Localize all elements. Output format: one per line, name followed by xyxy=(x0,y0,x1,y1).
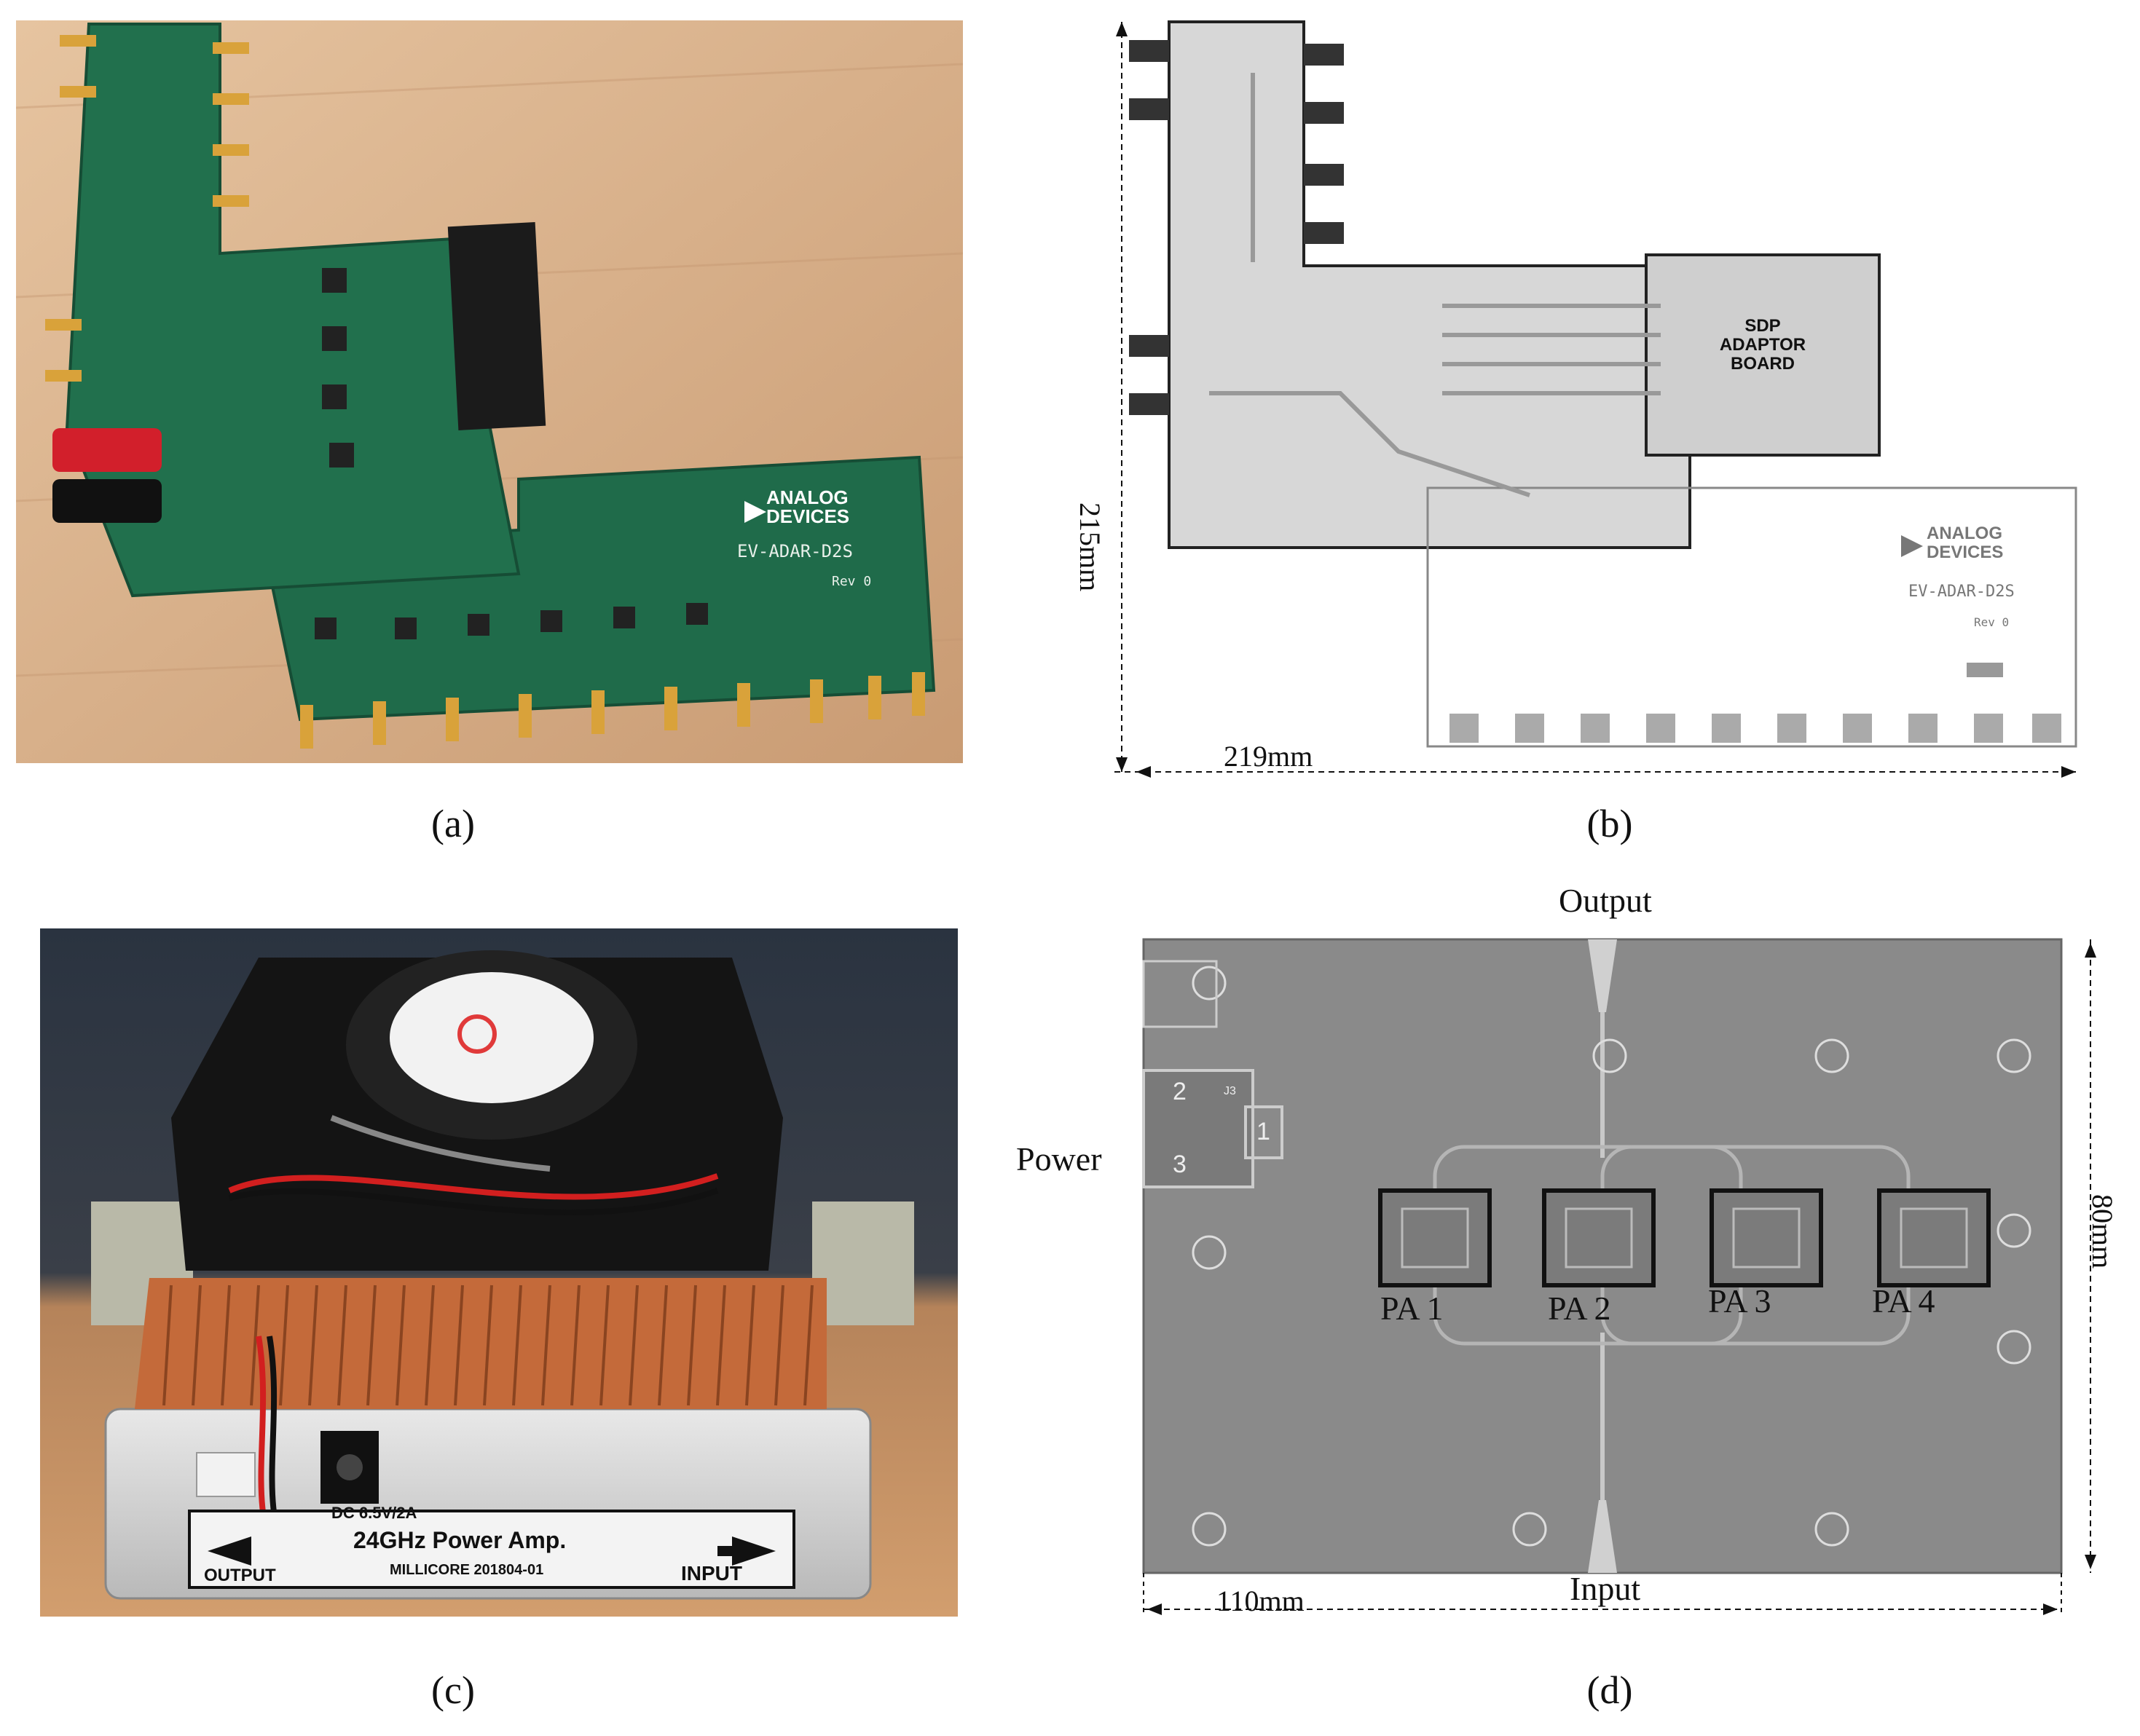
pa-3-label: PA 3 xyxy=(1708,1282,1771,1319)
sdp-label-line3: BOARD xyxy=(1731,354,1795,374)
input-arrow-icon xyxy=(732,1536,776,1566)
sdp-adapter-board xyxy=(447,222,546,430)
output-label: Output xyxy=(1559,882,1652,919)
eval-board-photo xyxy=(16,20,963,763)
caption-c: (c) xyxy=(431,1668,475,1712)
copper-heatsink xyxy=(135,1278,827,1409)
pcb-layout-drawing xyxy=(1114,20,2077,778)
pin-2-label: 2 xyxy=(1173,1078,1187,1105)
pa-3-box xyxy=(1710,1188,1823,1287)
red-banana-jack xyxy=(52,428,162,472)
panel-a-rev: Rev 0 xyxy=(832,574,872,589)
amp-label-input: INPUT xyxy=(681,1562,742,1585)
amp-label-model: MILLICORE 201804-01 xyxy=(390,1562,544,1578)
side-block-right xyxy=(812,1202,914,1325)
pa-2-box xyxy=(1542,1188,1656,1287)
panel-d-width-dim: 110mm xyxy=(1216,1585,1305,1617)
input-label: Input xyxy=(1570,1570,1641,1607)
power-amp-photo xyxy=(40,928,958,1617)
panel-a-board-name: EV-ADAR-D2S xyxy=(737,541,853,561)
panel-c-photo: DC 6.5V/2A OUTPUT 24GHz Power Amp. INPUT… xyxy=(40,928,958,1617)
panel-b-width-dim: 219mm xyxy=(1224,740,1313,773)
panel-b-logo: ANALOG DEVICES xyxy=(1927,524,2004,562)
sdp-adaptor-box xyxy=(1645,253,1881,457)
connector-j3-label: J3 xyxy=(1224,1085,1236,1097)
caption-d: (d) xyxy=(1586,1668,1633,1712)
main-board-outline xyxy=(1168,20,1691,549)
caption-a: (a) xyxy=(431,802,475,845)
amp-label-dc: DC 6.5V/2A xyxy=(331,1504,417,1522)
panel-b-layout: 215mm 219mm SDP ADAPTOR BOARD ANALOG DEV… xyxy=(1063,15,2083,808)
panel-d-height-dim: 80mm xyxy=(2086,1194,2119,1269)
fan-hub-sticker xyxy=(390,972,594,1103)
amp-label-plate xyxy=(188,1510,795,1589)
pin-3-label: 3 xyxy=(1173,1151,1187,1178)
panel-b-rev: Rev 0 xyxy=(1974,615,2010,629)
panel-b-height-dim: 215mm xyxy=(1074,502,1106,592)
panel-d-layout: Output Input Power 110mm 80mm PA 1 PA 2 … xyxy=(1005,867,2134,1653)
fan-connector xyxy=(196,1452,256,1497)
amp-label-output: OUTPUT xyxy=(204,1566,276,1585)
output-arrow-icon xyxy=(208,1536,251,1566)
sma-connectors-top xyxy=(45,35,249,382)
black-banana-jack xyxy=(52,479,162,523)
sdp-adaptor-label: SDP ADAPTOR BOARD xyxy=(1646,317,1879,374)
layout-sma-connectors xyxy=(1129,40,1344,415)
sma-connectors-bottom xyxy=(300,672,925,749)
sdp-label-line1: SDP xyxy=(1744,316,1781,336)
panel-a-logo: ANALOG DEVICES xyxy=(766,486,850,527)
pa-4-box xyxy=(1877,1188,1991,1287)
caption-b: (b) xyxy=(1586,802,1633,845)
pa-combiner-layout xyxy=(1142,938,2096,1617)
pa-2-label: PA 2 xyxy=(1548,1290,1611,1327)
d2s-board-outline xyxy=(1426,486,2077,748)
amp-label-title: 24GHz Power Amp. xyxy=(353,1527,567,1553)
sdp-label-line2: ADAPTOR xyxy=(1719,335,1806,355)
pin-1-label: 1 xyxy=(1256,1118,1270,1145)
pa-4-label: PA 4 xyxy=(1872,1282,1935,1319)
power-connector xyxy=(1142,1069,1254,1188)
pa-1-label: PA 1 xyxy=(1380,1290,1444,1327)
panel-b-board-name: EV-ADAR-D2S xyxy=(1908,583,2015,601)
power-label: Power xyxy=(1016,1140,1102,1177)
pa-1-box xyxy=(1378,1188,1492,1287)
panel-a-photo: ANALOG DEVICES EV-ADAR-D2S Rev 0 xyxy=(16,20,963,763)
